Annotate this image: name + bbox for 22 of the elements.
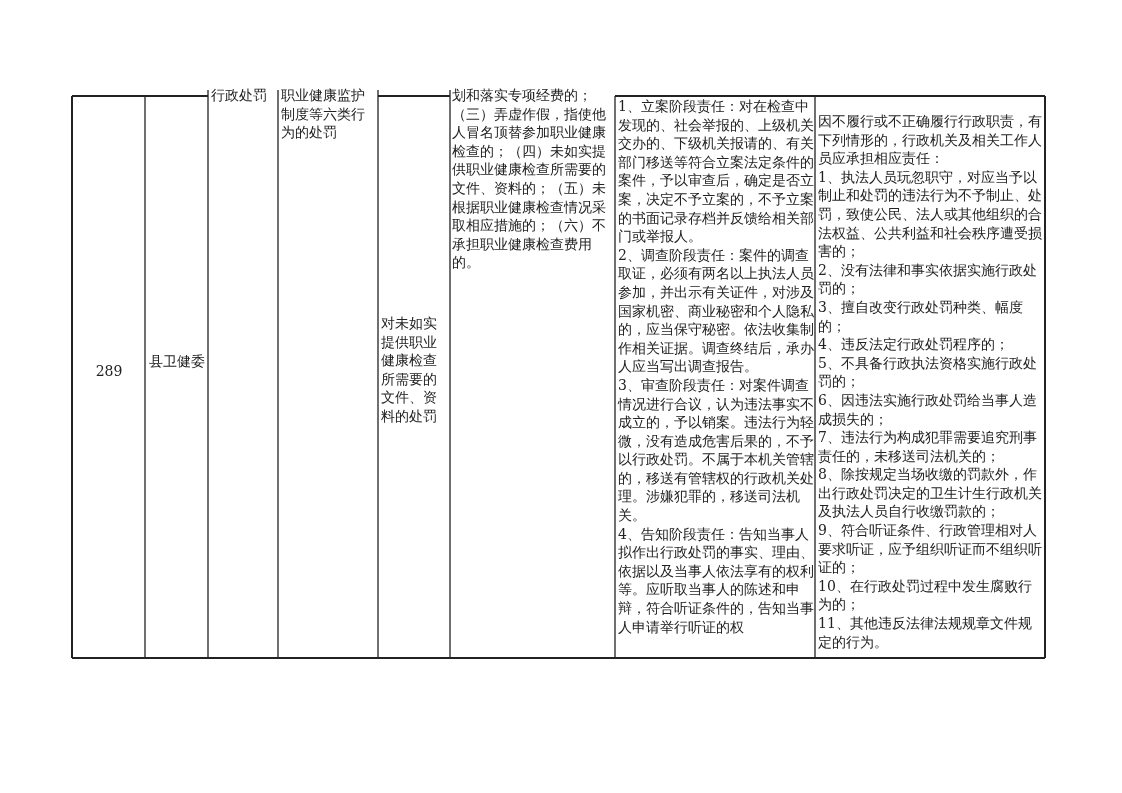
violation-description-text: 划和落实专项经费的；（三）弄虚作假，指使他人冒名顶替参加职业健康检查的；（四）未如实提供职业健康检查所需要的文件、资料的；（五）未根据职业健康检查情况采取相应措施的；（六）不承担职业健康检查费用的。: [452, 86, 607, 272]
accountability-paragraph: 6、因违法实施行政处罚给当事人造成损失的；: [818, 390, 1038, 429]
accountability-paragraph: 2、没有法律和事实依据实施行政处罚的；: [818, 260, 1038, 298]
accountability-paragraph: 4、违反法定行政处罚程序的；: [818, 335, 1010, 354]
department-text: 县卫健委: [148, 352, 206, 371]
responsibility-paragraph: 2、调查阶段责任：案件的调查取证，必须有两名以上执法人员参加，并出示有关证件，对涉及国家机密、商业秘密和个人隐私的，应当保守秘密。依法收集制作相关证据。调查终结后，承办人应当写出调查报告。: [618, 245, 814, 376]
penalty-type-text: 行政处罚: [211, 86, 268, 105]
row-number: 289: [94, 362, 124, 381]
accountability-paragraph: 因不履行或不正确履行行政职责，有下列情形的，行政机关及相关工作人员应承担相应责任：: [818, 112, 1043, 168]
accountability-paragraph: 1、执法人员玩忽职守，对应当予以制止和处罚的违法行为不予制止、处罚，致使公民、法人或其他组织的合法权益、公共利益和社会秩序遭受损害的；: [818, 167, 1043, 261]
accountability-paragraph: 7、违法行为构成犯罪需要追究刑事责任的，未移送司法机关的；: [818, 428, 1038, 466]
penalty-category-text: 职业健康监护制度等六类行为的处罚: [281, 86, 366, 142]
accountability-paragraph: 5、不具备行政执法资格实施行政处罚的；: [818, 353, 1038, 391]
responsibility-paragraph: 4、告知阶段责任：告知当事人拟作出行政处罚的事实、理由、依据以及当事人依法享有的权利等。应听取当事人的陈述和申辩，符合听证条件的，告知当事人申请举行听证的权: [618, 524, 814, 637]
accountability-paragraph: 11、其他违反法律法规规章文件规定的行为。: [818, 614, 1033, 652]
accountability-paragraph: 3、擅自改变行政处罚种类、幅度的；: [818, 297, 1024, 336]
penalty-item-text: 对未如实提供职业健康检查所需要的文件、资料的处罚: [381, 314, 438, 426]
responsibility-paragraph: 3、审查阶段责任：对案件调查情况进行合议，认为违法事实不成立的，予以销案。违法行为轻微，没有造成危害后果的，不予以行政处罚。不属于本机关管辖的，移送有管辖权的行政机关处理。涉嫌犯罪的，移送司法机关。: [618, 375, 814, 525]
responsibility-paragraph: 1、立案阶段责任：对在检查中发现的、社会举报的、上级机关交办的、下级机关报请的、有关部门移送等符合立案法定条件的案件，予以审查后，确定是否立案，决定不予立案的，不予立案的书面记录存档并反馈给相关部门或举报人。: [618, 97, 814, 246]
accountability-paragraph: 10、在行政处罚过程中发生腐败行为的；: [818, 576, 1033, 615]
accountability-paragraph: 9、符合听证条件、行政管理相对人要求听证，应予组织听证而不组织听证的；: [818, 521, 1043, 577]
accountability-paragraph: 8、除按规定当场收缴的罚款外，作出行政处罚决定的卫生计生行政机关及执法人员自行收缴罚款的；: [818, 465, 1043, 522]
